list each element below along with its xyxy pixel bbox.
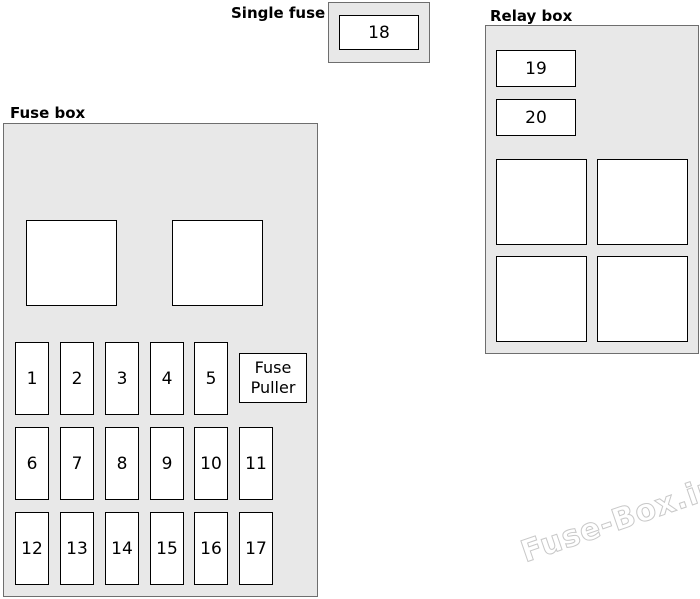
watermark: Fuse-Box.info bbox=[516, 457, 700, 570]
relay-slot-2 bbox=[597, 159, 688, 245]
fuse-6: 6 bbox=[15, 427, 49, 500]
fuse-11: 11 bbox=[239, 427, 273, 500]
fuse-5: 5 bbox=[194, 342, 228, 415]
single-fuse-title: Single fuse bbox=[231, 4, 326, 22]
fuse-19: 19 bbox=[496, 50, 576, 87]
fuse-14: 14 bbox=[105, 512, 139, 585]
relay-slot-1 bbox=[496, 159, 587, 245]
fuse-2: 2 bbox=[60, 342, 94, 415]
fuse-18: 18 bbox=[339, 15, 419, 50]
fuse-20: 20 bbox=[496, 99, 576, 136]
fuse-7: 7 bbox=[60, 427, 94, 500]
single-fuse-panel: 18 bbox=[328, 2, 430, 63]
fuse-13: 13 bbox=[60, 512, 94, 585]
relay-box-panel: 19 20 bbox=[485, 25, 699, 354]
relay-slot-right bbox=[172, 220, 263, 306]
relay-box-title: Relay box bbox=[490, 7, 573, 25]
relay-slot-left bbox=[26, 220, 117, 306]
fuse-3: 3 bbox=[105, 342, 139, 415]
fuse-9: 9 bbox=[150, 427, 184, 500]
fuse-4: 4 bbox=[150, 342, 184, 415]
fuse-box-title: Fuse box bbox=[10, 104, 86, 122]
fuse-12: 12 bbox=[15, 512, 49, 585]
fuse-1: 1 bbox=[15, 342, 49, 415]
fuse-puller: Fuse Puller bbox=[239, 353, 307, 403]
fuse-box-panel: 1 2 3 4 5 Fuse Puller 6 7 8 9 10 11 12 1… bbox=[3, 123, 318, 597]
fuse-8: 8 bbox=[105, 427, 139, 500]
relay-slot-3 bbox=[496, 256, 587, 342]
fuse-17: 17 bbox=[239, 512, 273, 585]
relay-slot-4 bbox=[597, 256, 688, 342]
fuse-16: 16 bbox=[194, 512, 228, 585]
fuse-15: 15 bbox=[150, 512, 184, 585]
fuse-10: 10 bbox=[194, 427, 228, 500]
